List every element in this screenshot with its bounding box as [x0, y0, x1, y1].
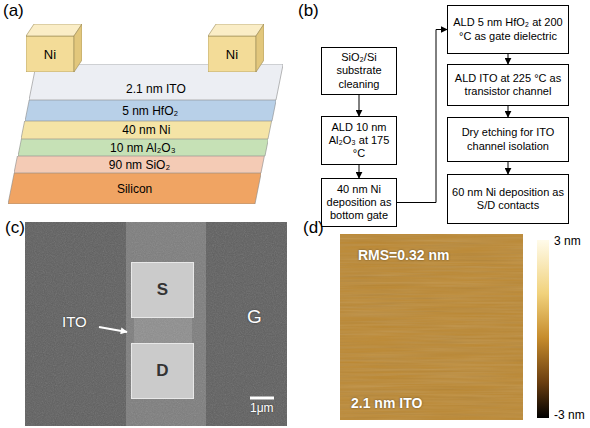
sample-label: 2.1 nm ITO: [351, 395, 422, 411]
part-label: ITO: [62, 313, 87, 330]
al2o3-layer: 10 nm Al₂O₃: [18, 139, 268, 156]
contact-front: [208, 36, 256, 72]
process-box: ALD 10 nm Al₂O₃ at 175 °C: [321, 116, 397, 165]
node-text: 5 nm HfO₂: [122, 104, 178, 118]
flow-arrow: [359, 165, 360, 178]
flow-arrow: [508, 54, 509, 64]
sem-noise: [25, 222, 287, 426]
panel-label: (a): [3, 1, 24, 21]
scale-label: 1μm: [250, 402, 274, 416]
node-text: 2.1 nm ITO: [126, 82, 186, 96]
sem-image: [25, 222, 287, 426]
afm-texture: [340, 234, 523, 420]
flow-arrow: [508, 162, 509, 174]
node-text: 10 nm Al₂O₃: [110, 141, 176, 155]
node-text: 40 nm Ni deposition as bottom gate: [326, 183, 392, 223]
node-text: 90 nm SiO₂: [109, 158, 170, 172]
panel-label: (d): [303, 218, 324, 238]
colorbar-label: 3 nm: [554, 235, 581, 249]
source-pad: S: [131, 262, 194, 318]
layer-fill: [25, 100, 276, 121]
drain-pad: D: [131, 343, 194, 399]
contact-top: [26, 24, 82, 36]
ni-gate-layer: 40 nm Ni: [21, 121, 272, 139]
scale-bar: [250, 397, 274, 400]
ni-contact: Ni: [208, 24, 264, 72]
layer-fill: [29, 64, 283, 100]
process-box: ALD 5 nm HfO₂ at 200 °C as gate dielectr…: [447, 5, 569, 54]
node-text: Silicon: [117, 182, 152, 196]
flow-arrow: [397, 30, 447, 203]
sio2-layer: 90 nm SiO₂: [14, 156, 264, 173]
flow-arrow: [508, 106, 509, 117]
process-box: ALD ITO at 225 °C as transistor channel: [447, 64, 569, 106]
process-box: Dry etching for ITO channel isolation: [447, 117, 569, 162]
contact-top: [208, 24, 264, 36]
layer-fill: [8, 173, 261, 204]
node-text: ALD 10 nm Al₂O₃ at 175 °C: [326, 121, 392, 161]
node-text: SiO₂/Si substrate cleaning: [326, 51, 392, 91]
rms-label: RMS=0.32 nm: [358, 247, 449, 263]
color-bar: [537, 240, 549, 418]
contact-front: [26, 36, 74, 72]
panel-label: (b): [298, 1, 319, 21]
hfo2-layer: 5 nm HfO₂: [25, 100, 276, 121]
node-text: 40 nm Ni: [122, 123, 170, 137]
node-text: S: [157, 280, 168, 300]
process-box: SiO₂/Si substrate cleaning: [321, 47, 397, 95]
part-label: G: [247, 306, 262, 328]
panel-label: (c): [5, 218, 25, 238]
node-text: ALD ITO at 225 °C as transistor channel: [452, 72, 564, 98]
leader-arrow: [99, 327, 127, 332]
node-text: 60 nm Ni deposition as S/D contacts: [452, 186, 564, 212]
node-text: ALD 5 nm HfO₂ at 200 °C as gate dielectr…: [452, 16, 564, 42]
node-text: Ni: [208, 36, 256, 72]
layer-fill: [21, 121, 272, 139]
ni-contact: Ni: [26, 24, 82, 72]
layer-fill: [18, 139, 268, 156]
node-text: D: [156, 361, 168, 381]
silicon-substrate: Silicon: [8, 173, 261, 204]
process-box: 40 nm Ni deposition as bottom gate: [321, 178, 397, 227]
colorbar-label: -3 nm: [554, 409, 585, 423]
flow-arrow: [359, 95, 360, 116]
node-text: Ni: [26, 36, 74, 72]
afm-image: [340, 234, 523, 420]
layer-fill: [14, 156, 264, 173]
node-text: Dry etching for ITO channel isolation: [452, 126, 564, 152]
process-box: 60 nm Ni deposition as S/D contacts: [447, 174, 569, 224]
